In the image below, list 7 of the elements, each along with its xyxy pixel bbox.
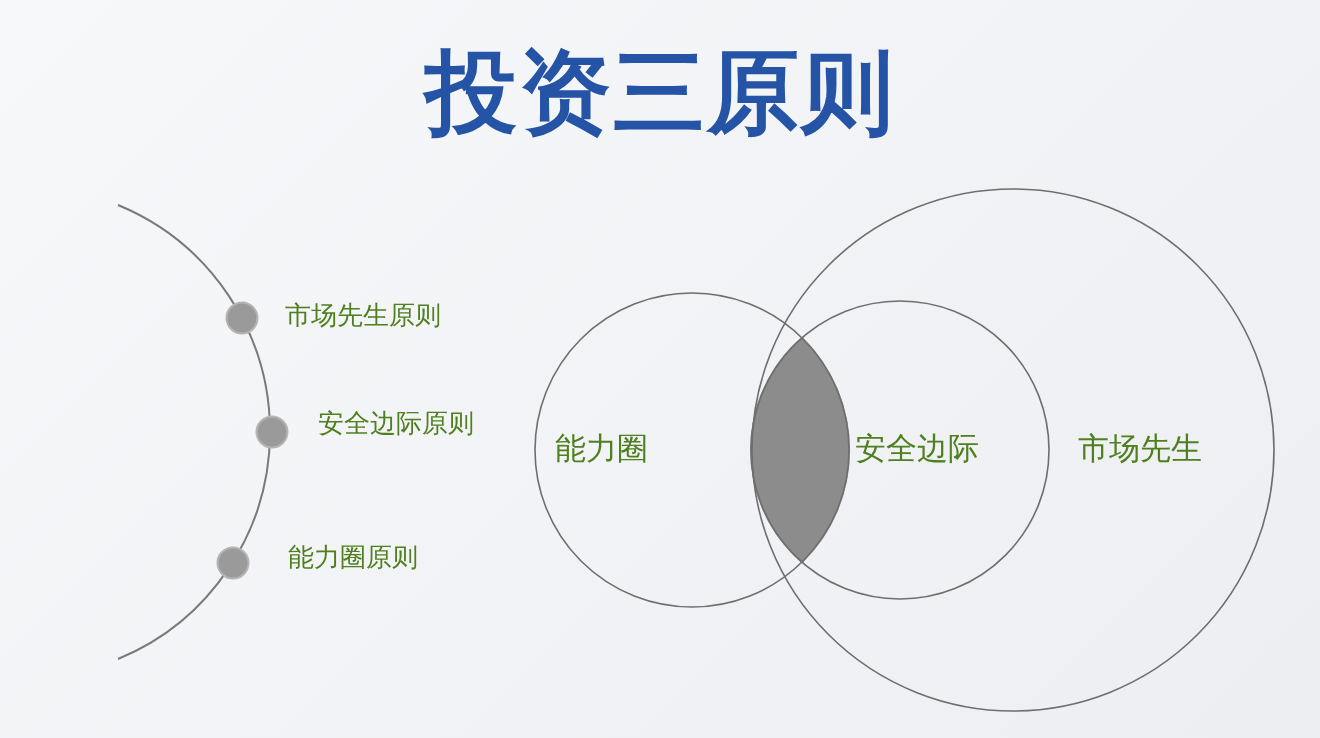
slide-title: 投资三原则	[0, 28, 1320, 158]
principle-label: 安全边际原则	[318, 407, 474, 440]
circle-label: 能力圈	[555, 429, 648, 468]
principle-label: 能力圈原则	[288, 541, 418, 574]
principle-label: 市场先生原则	[285, 299, 441, 332]
circle-label: 安全边际	[855, 429, 979, 468]
circle-label: 市场先生	[1078, 429, 1202, 468]
